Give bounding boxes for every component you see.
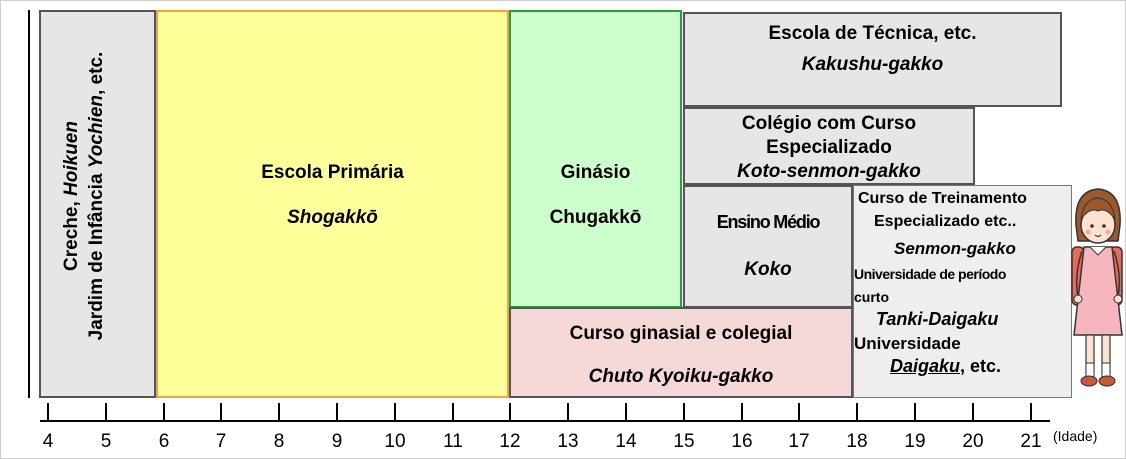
age-axis-line	[40, 420, 1050, 422]
senmon-line6: Tanki-Daigaku	[876, 309, 999, 329]
koto-line2: Especializado	[766, 137, 892, 158]
ginasio-title: Ginásio	[560, 162, 631, 183]
axis-tick	[741, 403, 743, 421]
senmon-line3: Senmon-gakko	[894, 239, 1016, 258]
senmon-line5: curto	[854, 289, 889, 305]
axis-tick	[452, 403, 454, 421]
jardim-etc-text: , etc.	[86, 51, 107, 95]
kakushu-subtitle: Kakushu-gakko	[801, 54, 944, 75]
axis-tick	[278, 403, 280, 421]
left-rule	[28, 10, 30, 398]
axis-tick	[625, 403, 627, 421]
koto-box: Colégio com Curso Especializado Koto-sen…	[683, 107, 975, 185]
senmon-line2: Especializado etc..	[874, 213, 1017, 230]
axis-tick-label: 19	[904, 431, 926, 452]
axis-tick-label: 14	[615, 431, 637, 452]
axis-tick	[394, 403, 396, 421]
ginasio-box: Ginásio Chugakkō	[509, 10, 682, 308]
hoikuen-text: Hoikuen	[61, 121, 82, 196]
axis-tick-label: 10	[384, 431, 406, 452]
senmon-line8: Daigaku, etc.	[890, 356, 1001, 377]
senmon-box: Curso de Treinamento Especializado etc..…	[853, 185, 1072, 398]
creche-label: Creche, Hoikuen	[61, 0, 87, 396]
chuto-title: Curso ginasial e colegial	[569, 323, 793, 344]
axis-tick	[47, 403, 49, 421]
koto-line1: Colégio com Curso	[741, 113, 917, 134]
kakushu-box: Escola de Técnica, etc. Kakushu-gakko	[683, 12, 1062, 107]
axis-tick-label: 17	[788, 431, 810, 452]
axis-tick-label: 7	[215, 431, 227, 452]
axis-tick-label: 20	[962, 431, 984, 452]
axis-tick-label: 6	[158, 431, 170, 452]
axis-tick	[683, 403, 685, 421]
axis-tick	[972, 403, 974, 421]
creche-text: Creche,	[61, 195, 82, 271]
axis-tick	[509, 403, 511, 421]
yochien-text: Yochien	[86, 95, 107, 169]
chuto-subtitle: Chuto Kyoiku-gakko	[588, 366, 774, 387]
senmon-line7: Universidade	[854, 334, 961, 353]
jardim-text: Jardim de Infância	[86, 168, 107, 341]
jardim-label: Jardim de Infância Yochien, etc.	[86, 0, 112, 396]
axis-tick-label: 4	[42, 431, 54, 452]
daigaku-text: Daigaku	[890, 356, 961, 376]
koko-box: Ensino Médio Koko	[683, 185, 853, 308]
axis-tick-label: 8	[273, 431, 285, 452]
axis-tick	[163, 403, 165, 421]
axis-tick-label: 18	[846, 431, 868, 452]
axis-tick-label: 21	[1020, 431, 1042, 452]
axis-tick-label: 9	[331, 431, 343, 452]
age-axis-unit: (Idade)	[1053, 428, 1098, 444]
primaria-title: Escola Primária	[261, 162, 404, 183]
schoolgirl-with-backpack-icon	[1071, 188, 1123, 387]
axis-tick-label: 12	[499, 431, 521, 452]
axis-tick	[220, 403, 222, 421]
primaria-subtitle: Shogakkō	[287, 207, 378, 228]
axis-tick-label: 16	[731, 431, 753, 452]
axis-tick-label: 13	[557, 431, 579, 452]
koto-subtitle: Koto-senmon-gakko	[737, 161, 921, 182]
axis-tick	[105, 403, 107, 421]
senmon-line4: Universidade de período	[854, 266, 1006, 282]
axis-tick	[914, 403, 916, 421]
axis-tick	[1030, 403, 1032, 421]
axis-tick-label: 15	[673, 431, 695, 452]
kakushu-title: Escola de Técnica, etc.	[768, 23, 977, 44]
creche-box: Creche, Hoikuen Jardim de Infância Yochi…	[39, 10, 156, 398]
ginasio-subtitle: Chugakkō	[549, 207, 642, 228]
chuto-box: Curso ginasial e colegial Chuto Kyoiku-g…	[509, 307, 853, 398]
axis-tick	[798, 403, 800, 421]
axis-tick-label: 5	[100, 431, 112, 452]
primaria-box: Escola Primária Shogakkō	[156, 10, 509, 398]
axis-tick	[567, 403, 569, 421]
axis-tick-label: 11	[443, 431, 463, 452]
koko-title: Ensino Médio	[716, 212, 821, 232]
koko-subtitle: Koko	[744, 259, 792, 280]
axis-tick	[856, 403, 858, 421]
axis-tick	[336, 403, 338, 421]
daigaku-etc-text: , etc.	[960, 356, 1002, 376]
senmon-line1: Curso de Treinamento	[858, 190, 1027, 207]
